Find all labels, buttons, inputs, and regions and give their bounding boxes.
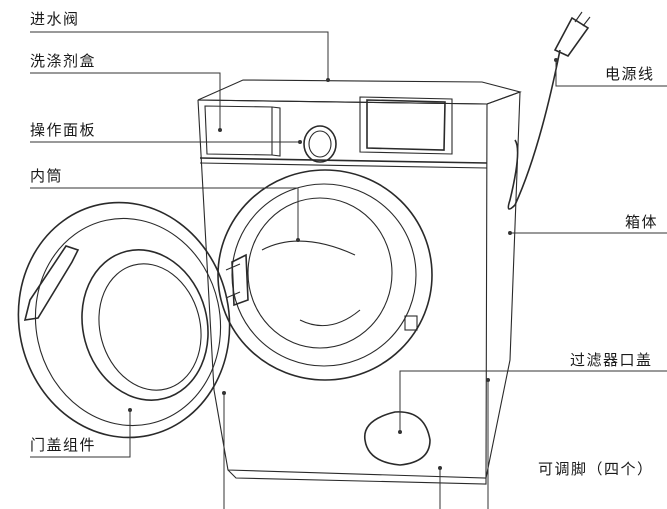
hinge-arms xyxy=(225,263,241,299)
display-frame xyxy=(359,96,453,155)
label-adjustable-feet: 可调脚（四个） xyxy=(538,460,654,478)
panel-edge xyxy=(199,157,488,164)
label-detergent-box: 洗涤剂盒 xyxy=(30,52,96,70)
detergent-drawer xyxy=(204,105,273,156)
plug-pins xyxy=(574,11,591,27)
power-cord xyxy=(507,49,561,210)
label-filter-cover: 过滤器口盖 xyxy=(570,351,653,369)
leader-lines xyxy=(30,31,667,509)
label-control-panel: 操作面板 xyxy=(30,121,96,139)
panel-edge-2 xyxy=(199,162,488,169)
washing-machine-illustration xyxy=(17,11,591,485)
label-cabinet: 箱体 xyxy=(625,213,658,231)
porthole-gasket xyxy=(231,183,417,367)
display-screen xyxy=(366,99,446,151)
drum-opening xyxy=(247,197,393,349)
drawer-side xyxy=(271,106,281,157)
power-plug xyxy=(553,16,590,58)
door-glass xyxy=(81,249,209,401)
filter-cover xyxy=(364,411,431,466)
cabinet-side xyxy=(485,91,521,479)
base-edge xyxy=(227,469,487,485)
label-drum: 内筒 xyxy=(30,167,63,185)
door-outer xyxy=(17,201,231,439)
label-door-assembly: 门盖组件 xyxy=(30,436,96,454)
program-knob xyxy=(303,125,337,163)
drum-rim xyxy=(299,309,361,327)
program-knob-inner xyxy=(308,130,332,158)
door-rim xyxy=(34,217,222,427)
door-hinge xyxy=(231,253,249,307)
door-handle xyxy=(23,245,80,321)
door-glass-inner xyxy=(98,263,202,391)
porthole-ring xyxy=(217,169,433,381)
label-power-cord: 电源线 xyxy=(605,65,655,83)
drum-paddle xyxy=(261,240,356,256)
door-latch xyxy=(404,315,418,331)
cabinet-front xyxy=(197,99,488,479)
label-inlet-valve: 进水阀 xyxy=(30,10,80,28)
